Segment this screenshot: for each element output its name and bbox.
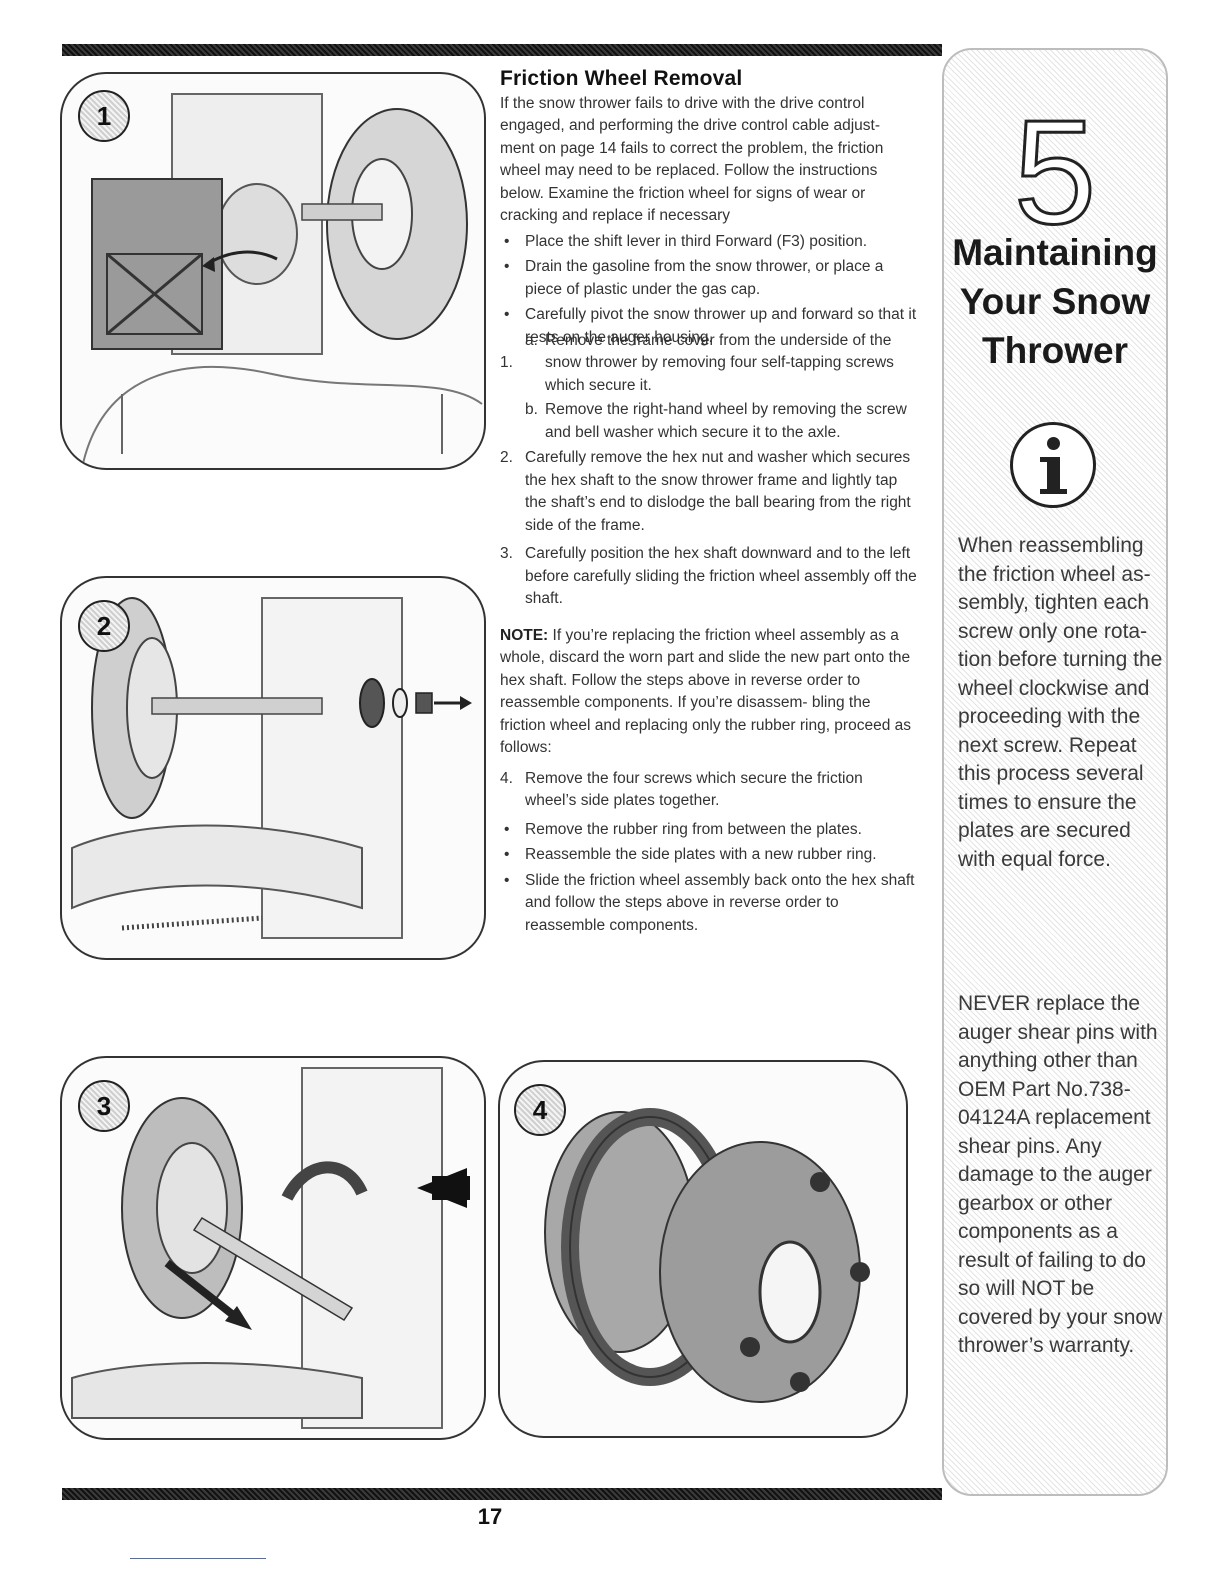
- figure-3-badge: 3: [78, 1080, 130, 1132]
- shear-pin-warning: NEVER replace the auger shear pins with …: [958, 992, 1163, 1357]
- top-decorative-bar: [62, 44, 942, 56]
- prep-bullet: Carefully pivot the snow thrower up and …: [500, 304, 918, 349]
- figure-2-badge: 2: [78, 600, 130, 652]
- chapter-title-line: Thrower: [982, 330, 1128, 371]
- chapter-title-line: Your Snow: [959, 281, 1151, 322]
- step-3-number: 3.: [500, 545, 513, 562]
- step-4-number: 4.: [500, 769, 513, 787]
- step-1-number: 1.: [500, 354, 513, 371]
- instructions-column: Friction Wheel Removal If the snow throw…: [498, 67, 918, 940]
- step-1a: a. Remove the frame cover from the under…: [500, 330, 918, 398]
- note-text: If you’re replacing the friction wheel a…: [500, 626, 911, 757]
- prep-bullet: Drain the gasoline from the snow thrower…: [500, 256, 918, 301]
- chapter-title: Maintaining Your Snow Thrower: [932, 228, 1178, 375]
- step-4: 4. Remove the four screws which secure t…: [500, 768, 918, 813]
- step-2: 2. Carefully remove the hex nut and wash…: [500, 447, 918, 537]
- figure-1-drawing: [81, 93, 483, 468]
- figure-2-drawing: [71, 597, 472, 939]
- chapter-sidebar: 5 Maintaining Your Snow Thrower When rea…: [942, 48, 1168, 1496]
- reassembly-tip: When reassembling the friction wheel as-…: [958, 534, 1163, 871]
- figure-1-badge: 1: [78, 90, 130, 142]
- step-2-text: Carefully remove the hex nut and washer …: [525, 449, 911, 534]
- chapter-number: 5: [1012, 90, 1097, 255]
- final-bullet: Reassemble the side plates with a new ru…: [500, 844, 918, 867]
- step-2-number: 2.: [500, 449, 513, 466]
- final-bullet: Slide the friction wheel assembly back o…: [500, 870, 918, 938]
- figure-2-illustration: 2: [60, 576, 486, 960]
- footer-rule: [130, 1558, 266, 1559]
- step-1a-text: Remove the frame cover from the undersid…: [545, 331, 894, 394]
- bottom-decorative-bar: [62, 1488, 942, 1500]
- figure-4-illustration: 4: [498, 1060, 908, 1438]
- final-bullet: Remove the rubber ring from between the …: [500, 819, 918, 842]
- section-title: Friction Wheel Removal: [500, 67, 743, 90]
- note-paragraph: NOTE: If you’re replacing the friction w…: [500, 625, 918, 760]
- figure-3-illustration: 3: [60, 1056, 486, 1440]
- figure-4-badge: 4: [514, 1084, 566, 1136]
- page-number: 17: [477, 1504, 503, 1529]
- step-4-text: Remove the four screws which secure the …: [525, 769, 863, 810]
- prep-bullet: Place the shift lever in third Forward (…: [500, 231, 918, 254]
- chapter-title-line: Maintaining: [952, 232, 1158, 273]
- step-1b-text: Remove the right-hand wheel by removing …: [545, 401, 907, 441]
- step-1a-letter: a.: [525, 331, 538, 349]
- step-1b: b. Remove the right-hand wheel by removi…: [500, 399, 918, 444]
- figure-1-illustration: 1: [60, 72, 486, 470]
- note-label: NOTE:: [500, 626, 549, 644]
- info-icon: [1010, 422, 1096, 508]
- figure-3-drawing: [71, 1067, 470, 1429]
- intro-paragraph: If the snow thrower fails to drive with …: [500, 94, 884, 225]
- step-3: 3. Carefully position the hex shaft down…: [500, 543, 918, 611]
- figure-4-drawing: [544, 1108, 870, 1403]
- step-1b-letter: b.: [525, 401, 538, 418]
- step-3-text: Carefully position the hex shaft downwar…: [525, 545, 917, 607]
